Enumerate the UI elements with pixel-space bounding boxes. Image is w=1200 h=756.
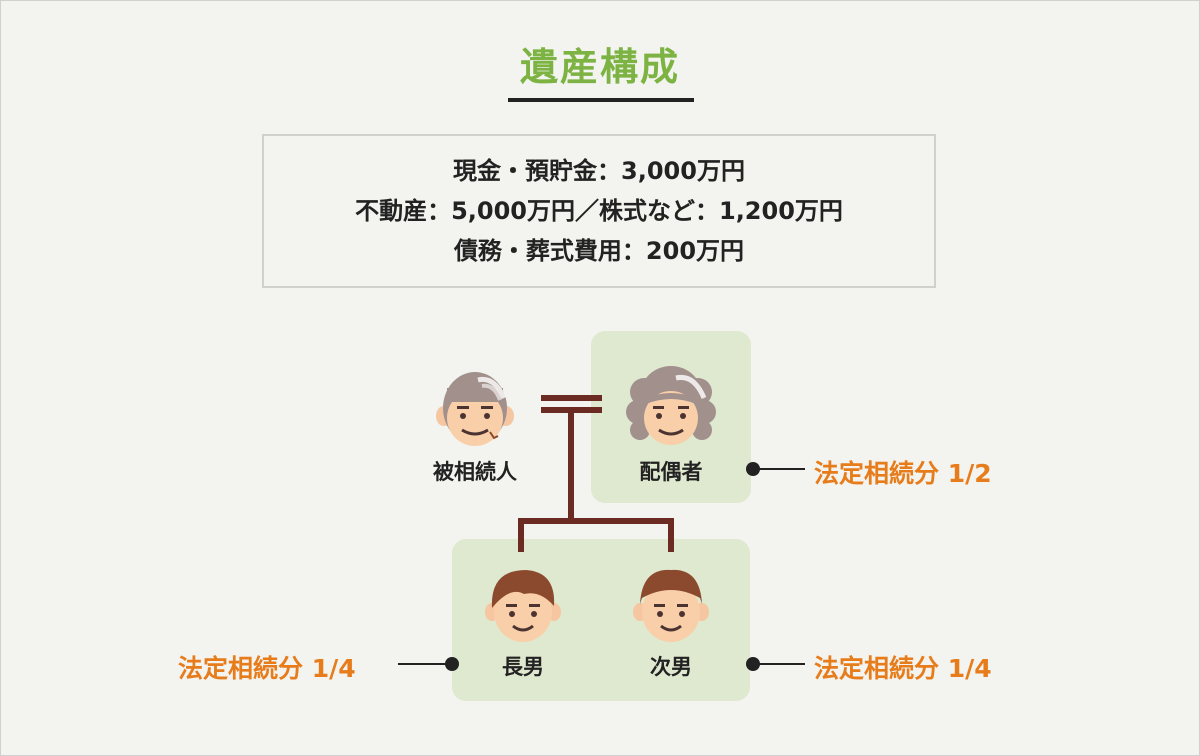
asset-line-debt: 債務・葬式費用：200万円: [453, 237, 745, 265]
eldest-son-share: 法定相続分 1/4: [178, 654, 356, 683]
second-son-share: 法定相続分 1/4: [814, 654, 992, 683]
young-man-icon: [633, 569, 709, 642]
asset-line-realestate: 不動産：5,000万円／株式など：1,200万円: [355, 197, 843, 225]
elderly-man-icon: [436, 372, 514, 446]
deceased-label: 被相続人: [433, 460, 517, 484]
spouse-label: 配偶者: [639, 460, 703, 484]
asset-summary-box: 現金・預貯金：3,000万円 不動産：5,000万円／株式など：1,200万円 …: [262, 134, 936, 288]
eldest-son-label: 長男: [502, 655, 544, 679]
spouse-share: 法定相続分 1/2: [814, 459, 992, 488]
spouse-connector-dot: [746, 462, 760, 476]
eldest-connector-dot: [445, 657, 459, 671]
young-man-icon: [485, 570, 561, 642]
elderly-woman-icon: [626, 366, 716, 445]
second-connector-dot: [746, 657, 760, 671]
page-title: 遺産構成: [519, 45, 680, 89]
title-underline: [508, 98, 694, 102]
second-son-label: 次男: [650, 655, 692, 679]
asset-line-cash: 現金・預貯金：3,000万円: [453, 157, 745, 185]
